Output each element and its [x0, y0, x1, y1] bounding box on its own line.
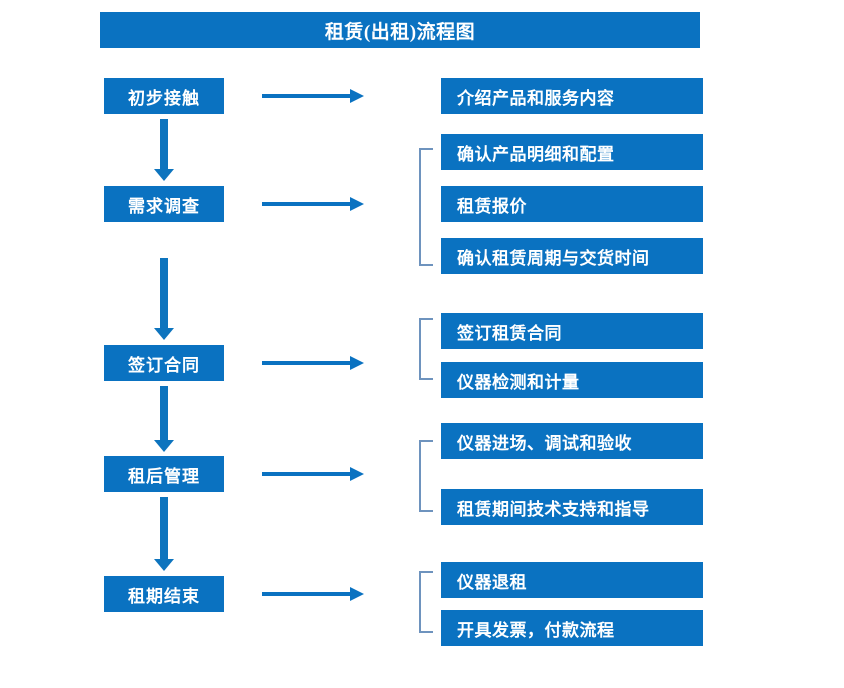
- horizontal-arrow-initial-contact: [262, 89, 364, 103]
- group-bracket-sign-contract: [419, 318, 433, 380]
- arrow-head: [154, 328, 174, 340]
- arrow-head: [350, 356, 364, 370]
- arrow-shaft: [160, 119, 168, 169]
- group-bracket-rental-end: [419, 571, 433, 633]
- detail-box-instrument-entry-commissioning[interactable]: 仪器进场、调试和验收: [441, 423, 703, 459]
- horizontal-arrow-sign-contract: [262, 356, 364, 370]
- group-bracket-requirement-survey: [419, 148, 433, 266]
- arrow-head: [154, 169, 174, 181]
- arrow-shaft: [160, 258, 168, 328]
- detail-box-introduce-products[interactable]: 介绍产品和服务内容: [441, 78, 703, 114]
- arrow-head: [350, 467, 364, 481]
- flowchart-title: 租赁(出租)流程图: [100, 12, 700, 48]
- arrow-head: [350, 197, 364, 211]
- arrow-shaft: [262, 472, 352, 476]
- detail-box-rental-technical-support[interactable]: 租赁期间技术支持和指导: [441, 489, 703, 525]
- vertical-arrow-contract-to-management: [154, 386, 174, 452]
- horizontal-arrow-rental-end: [262, 587, 364, 601]
- arrow-shaft: [262, 202, 352, 206]
- vertical-arrow-initial-to-survey: [154, 119, 174, 181]
- arrow-shaft: [160, 386, 168, 440]
- group-bracket-post-rental-management: [419, 440, 433, 512]
- detail-box-sign-rental-contract[interactable]: 签订租赁合同: [441, 313, 703, 349]
- arrow-head: [350, 89, 364, 103]
- arrow-head: [154, 559, 174, 571]
- arrow-head: [154, 440, 174, 452]
- detail-box-invoice-payment[interactable]: 开具发票，付款流程: [441, 610, 703, 646]
- detail-box-rental-quotation[interactable]: 租赁报价: [441, 186, 703, 222]
- stage-box-initial-contact[interactable]: 初步接触: [104, 78, 224, 114]
- stage-box-sign-contract[interactable]: 签订合同: [104, 345, 224, 381]
- horizontal-arrow-post-rental-management: [262, 467, 364, 481]
- arrow-shaft: [160, 497, 168, 559]
- detail-box-instrument-return[interactable]: 仪器退租: [441, 562, 703, 598]
- vertical-arrow-survey-to-contract: [154, 258, 174, 340]
- stage-box-requirement-survey[interactable]: 需求调查: [104, 186, 224, 222]
- arrow-shaft: [262, 361, 352, 365]
- vertical-arrow-management-to-end: [154, 497, 174, 571]
- arrow-head: [350, 587, 364, 601]
- arrow-shaft: [262, 94, 352, 98]
- stage-box-rental-end[interactable]: 租期结束: [104, 576, 224, 612]
- horizontal-arrow-requirement-survey: [262, 197, 364, 211]
- detail-box-confirm-product-details[interactable]: 确认产品明细和配置: [441, 134, 703, 170]
- detail-box-instrument-inspection[interactable]: 仪器检测和计量: [441, 362, 703, 398]
- arrow-shaft: [262, 592, 352, 596]
- detail-box-confirm-rental-period[interactable]: 确认租赁周期与交货时间: [441, 238, 703, 274]
- stage-box-post-rental-management[interactable]: 租后管理: [104, 456, 224, 492]
